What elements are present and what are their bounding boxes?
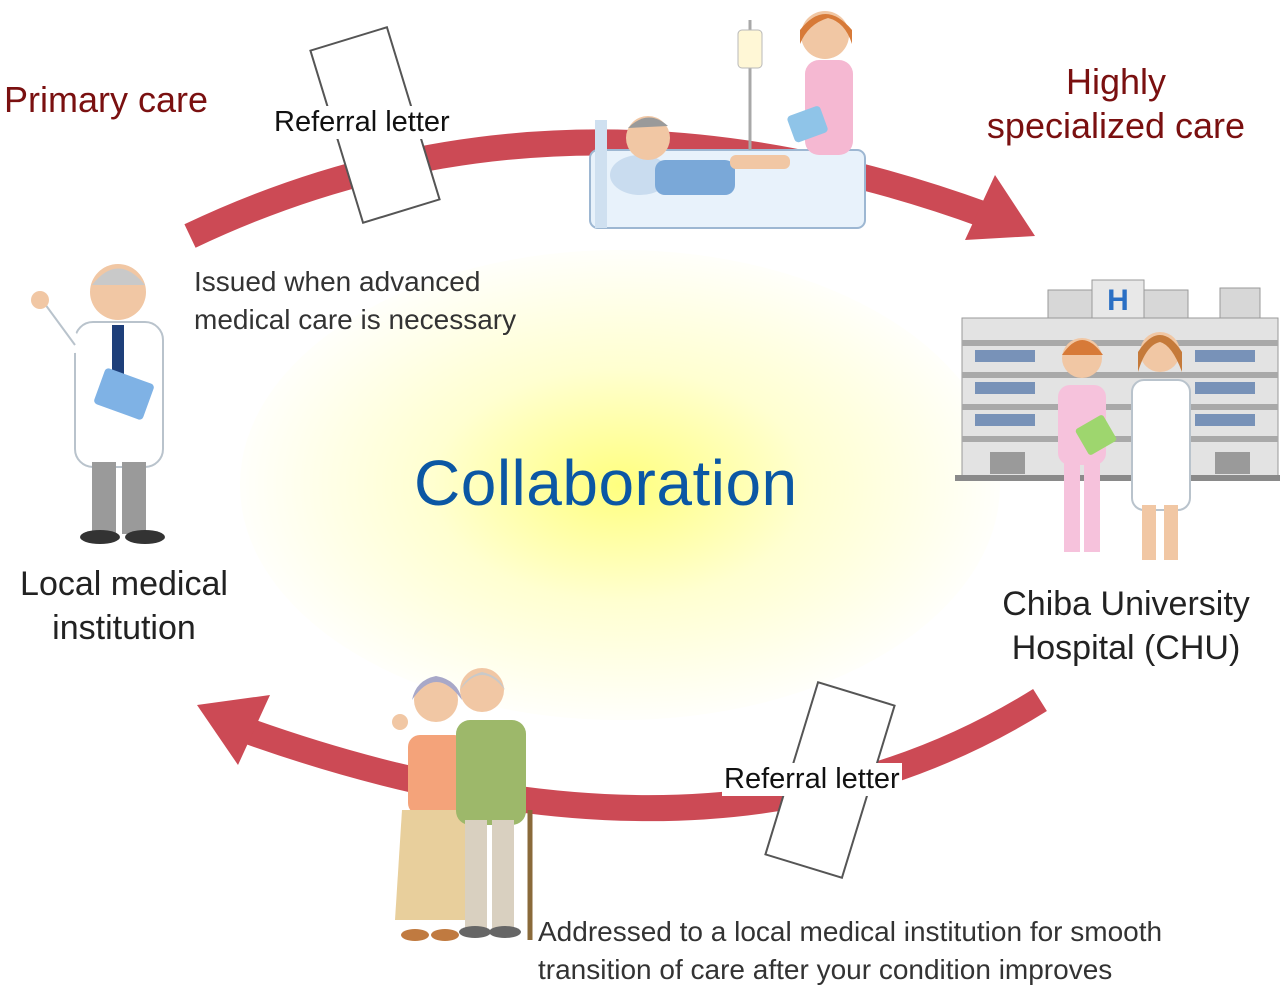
bottom-arrowhead — [197, 695, 270, 765]
referral-issued-note: Issued when advanced medical care is nec… — [194, 263, 516, 339]
referral-letter-bottom-label: Referral letter — [722, 763, 902, 796]
referral-return-note: Addressed to a local medical institution… — [538, 913, 1162, 989]
collaboration-glow — [240, 250, 1000, 720]
nurse-icon — [787, 11, 853, 155]
local-institution-line-2: institution — [52, 609, 196, 647]
collaboration-label: Collaboration — [414, 447, 798, 519]
specialized-care-line-1: Highly — [1065, 61, 1167, 102]
bottom-arrow — [240, 688, 1047, 822]
svg-text:H: H — [1107, 284, 1129, 317]
local-institution-label: Local medical institution — [0, 562, 248, 650]
primary-care-label: Primary care — [4, 79, 209, 120]
patient-bed-icon — [589, 20, 866, 229]
note-bottom-line-1: Addressed to a local medical institution… — [538, 916, 1163, 947]
doctor-icon — [31, 264, 165, 544]
staff-icon — [1058, 332, 1191, 560]
elderly-couple-icon — [392, 668, 533, 941]
note-bottom-line-2: transition of care after your condition … — [538, 954, 1113, 985]
chu-line-2: Hospital (CHU) — [1011, 629, 1241, 667]
specialized-care-label: Highly specialized care — [968, 60, 1264, 148]
local-institution-line-1: Local medical — [20, 565, 228, 603]
top-arrowhead — [965, 175, 1035, 240]
chu-line-1: Chiba University — [1002, 585, 1250, 623]
note-top-line-1: Issued when advanced — [194, 266, 481, 297]
referral-letter-top-label: Referral letter — [272, 106, 452, 139]
hospital-building-icon: H — [955, 279, 1280, 481]
note-top-line-2: medical care is necessary — [194, 304, 517, 335]
chu-label: Chiba University Hospital (CHU) — [980, 582, 1272, 670]
specialized-care-line-2: specialized care — [986, 105, 1246, 146]
